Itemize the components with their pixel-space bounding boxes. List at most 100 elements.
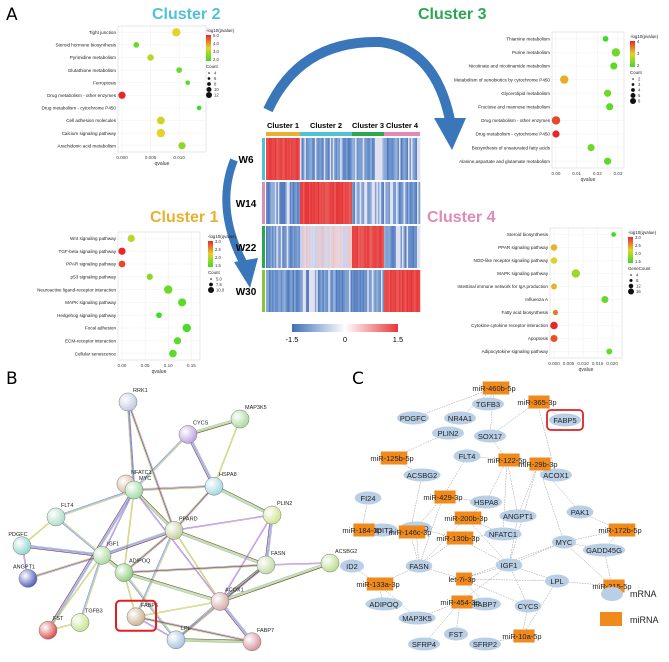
heatmap-cell	[417, 182, 419, 224]
mirna-node	[380, 451, 408, 465]
mrna-node	[582, 543, 626, 557]
data-point	[178, 298, 187, 307]
heatmap-cell	[322, 138, 325, 180]
network-edge	[126, 402, 134, 491]
mrna-node-label: FABP7	[473, 600, 496, 609]
heatmap-cell	[343, 226, 345, 268]
heatmap-cell	[320, 138, 323, 180]
heatmap-cell	[350, 270, 353, 312]
y-tick-label: Adipocytokine signaling pathway	[482, 349, 549, 354]
heatmap-cell	[387, 182, 389, 224]
mrna-node	[474, 429, 506, 443]
heatmap-legend-tick: -1.5	[286, 335, 299, 344]
heatmap-row-bar	[262, 270, 265, 312]
network-edge	[133, 485, 215, 491]
heatmap-cell	[270, 138, 273, 180]
heatmap-row-label: W14	[236, 199, 257, 210]
legend-size-tick: 10	[214, 87, 219, 92]
legend-mrna-swatch	[601, 587, 623, 601]
data-point	[571, 269, 581, 278]
heatmap-cell	[374, 226, 377, 268]
heatmap-cell	[305, 138, 308, 180]
heatmap-cell	[291, 226, 293, 268]
heatmap-cell	[399, 138, 401, 180]
heatmap-cell	[341, 182, 344, 224]
heatmap-cell	[301, 226, 304, 268]
heatmap-cell	[411, 226, 413, 268]
heatmap-col-bar	[384, 132, 420, 136]
mrna-node-label: PLIN2	[438, 429, 459, 438]
heatmap-cell	[270, 226, 273, 268]
data-point	[611, 232, 617, 237]
y-tick-label: Intestinal immune network for IgA produc…	[457, 284, 548, 289]
heatmap-cell	[319, 182, 322, 224]
network-edge	[27, 554, 102, 578]
network-edge	[176, 639, 253, 642]
x-tick-label: 0.03	[613, 171, 622, 176]
heatmap-cell	[329, 226, 332, 268]
legend-color-tick: 1.5	[635, 259, 641, 264]
mrna-node-label: ID2	[346, 562, 358, 571]
legend-size-dot	[630, 98, 636, 104]
network-edge	[415, 527, 459, 539]
heatmap-cell	[338, 226, 341, 268]
heatmap-cell	[335, 270, 338, 312]
network-edge	[423, 601, 461, 645]
y-tick-label: MAPK signaling pathway	[497, 271, 549, 276]
x-tick-label: 0.000	[116, 155, 128, 160]
highlight-box	[546, 409, 584, 431]
legend-color-tick: 3.0	[215, 239, 221, 244]
heatmap-cell	[370, 226, 373, 268]
heatmap-cell	[376, 270, 379, 312]
heatmap-row-label: W22	[236, 243, 257, 254]
heatmap-cell	[387, 138, 389, 180]
heatmap-cell	[368, 138, 371, 180]
mrna-node-label: LPL	[550, 577, 563, 586]
data-point	[156, 312, 162, 319]
heatmap-cell	[388, 270, 391, 312]
network-edge	[219, 561, 330, 601]
heatmap-cell	[271, 182, 274, 224]
mrna-node	[444, 627, 468, 641]
data-point	[601, 295, 609, 304]
heatmap-cell	[409, 270, 412, 312]
heatmap-cell	[390, 226, 392, 268]
heatmap-cell	[316, 270, 319, 312]
network-edge	[461, 578, 558, 582]
legend-size-dot	[208, 287, 214, 293]
heatmap-cell	[311, 226, 314, 268]
data-point	[127, 234, 135, 243]
heatmap-row-bar	[262, 182, 265, 224]
network-edge	[128, 401, 176, 531]
heatmap-cell	[405, 138, 407, 180]
heatmap-cell	[279, 182, 282, 224]
heatmap-cell	[406, 182, 409, 224]
network-edge	[134, 488, 176, 530]
heatmap-cell	[400, 226, 403, 268]
mirna-node-label: miR-122-5p	[487, 456, 526, 465]
x-tick-label: 0.005	[563, 361, 575, 366]
heatmap-cell	[355, 226, 357, 268]
legend-color-tick: 2	[637, 63, 640, 68]
heatmap-cell	[394, 226, 397, 268]
data-point	[178, 142, 186, 150]
legend-color-bar	[628, 237, 633, 263]
heatmap-cell	[365, 182, 368, 224]
heatmap-cell	[308, 270, 311, 312]
data-point	[550, 257, 558, 264]
heatmap-cell	[399, 182, 401, 224]
mirna-node	[451, 595, 473, 609]
heatmap-cell	[280, 270, 283, 312]
mrna-node	[545, 574, 569, 588]
heatmap-cell	[274, 138, 277, 180]
network-edge	[214, 419, 241, 487]
mirna-node-label: miR-215-5p	[592, 582, 631, 591]
heatmap-cell	[387, 270, 389, 312]
y-tick-label: Pyrimidine metabolism	[70, 55, 116, 60]
x-tick-label: 0.010	[577, 361, 589, 366]
heatmap-cell	[302, 226, 305, 268]
heatmap-cell	[370, 270, 373, 312]
heatmap-cell	[346, 270, 348, 312]
heatmap-cell	[280, 226, 283, 268]
y-tick-label: Metabolism of xenobiotics by cytochrome …	[454, 77, 550, 82]
